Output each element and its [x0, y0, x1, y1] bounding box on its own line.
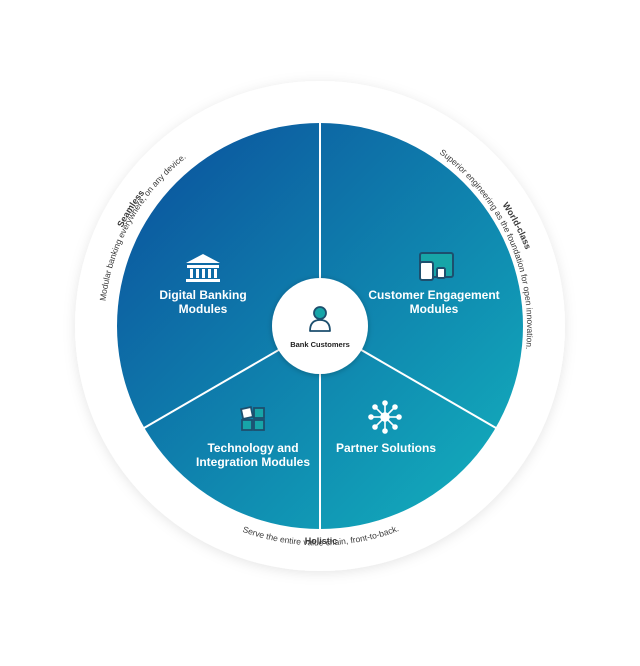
- ring-title-holistic: Holistic: [305, 536, 338, 546]
- segment-label-line: Modules: [179, 302, 228, 316]
- segment-digital-banking: Digital Banking Modules: [159, 254, 247, 316]
- person-icon: [309, 306, 331, 332]
- segment-customer-engagement: Customer Engagement Modules: [368, 252, 500, 316]
- blocks-icon: [240, 406, 265, 431]
- network-icon: [368, 400, 402, 434]
- segment-label-line: Integration Modules: [196, 455, 310, 469]
- center-label: Bank Customers: [290, 340, 350, 349]
- segment-label-line: Customer Engagement: [368, 288, 499, 302]
- segment-technology-integration: Technology and Integration Modules: [196, 406, 310, 469]
- devices-icon: [419, 252, 454, 281]
- segment-label-line: Technology and: [207, 441, 298, 455]
- center-hub: Bank Customers: [272, 278, 368, 374]
- segment-label-line: Digital Banking: [159, 288, 246, 302]
- segment-label-line: Partner Solutions: [336, 441, 436, 455]
- segment-label-line: Modules: [410, 302, 459, 316]
- bank-icon: [186, 254, 220, 282]
- segment-partner-solutions: Partner Solutions: [336, 400, 436, 455]
